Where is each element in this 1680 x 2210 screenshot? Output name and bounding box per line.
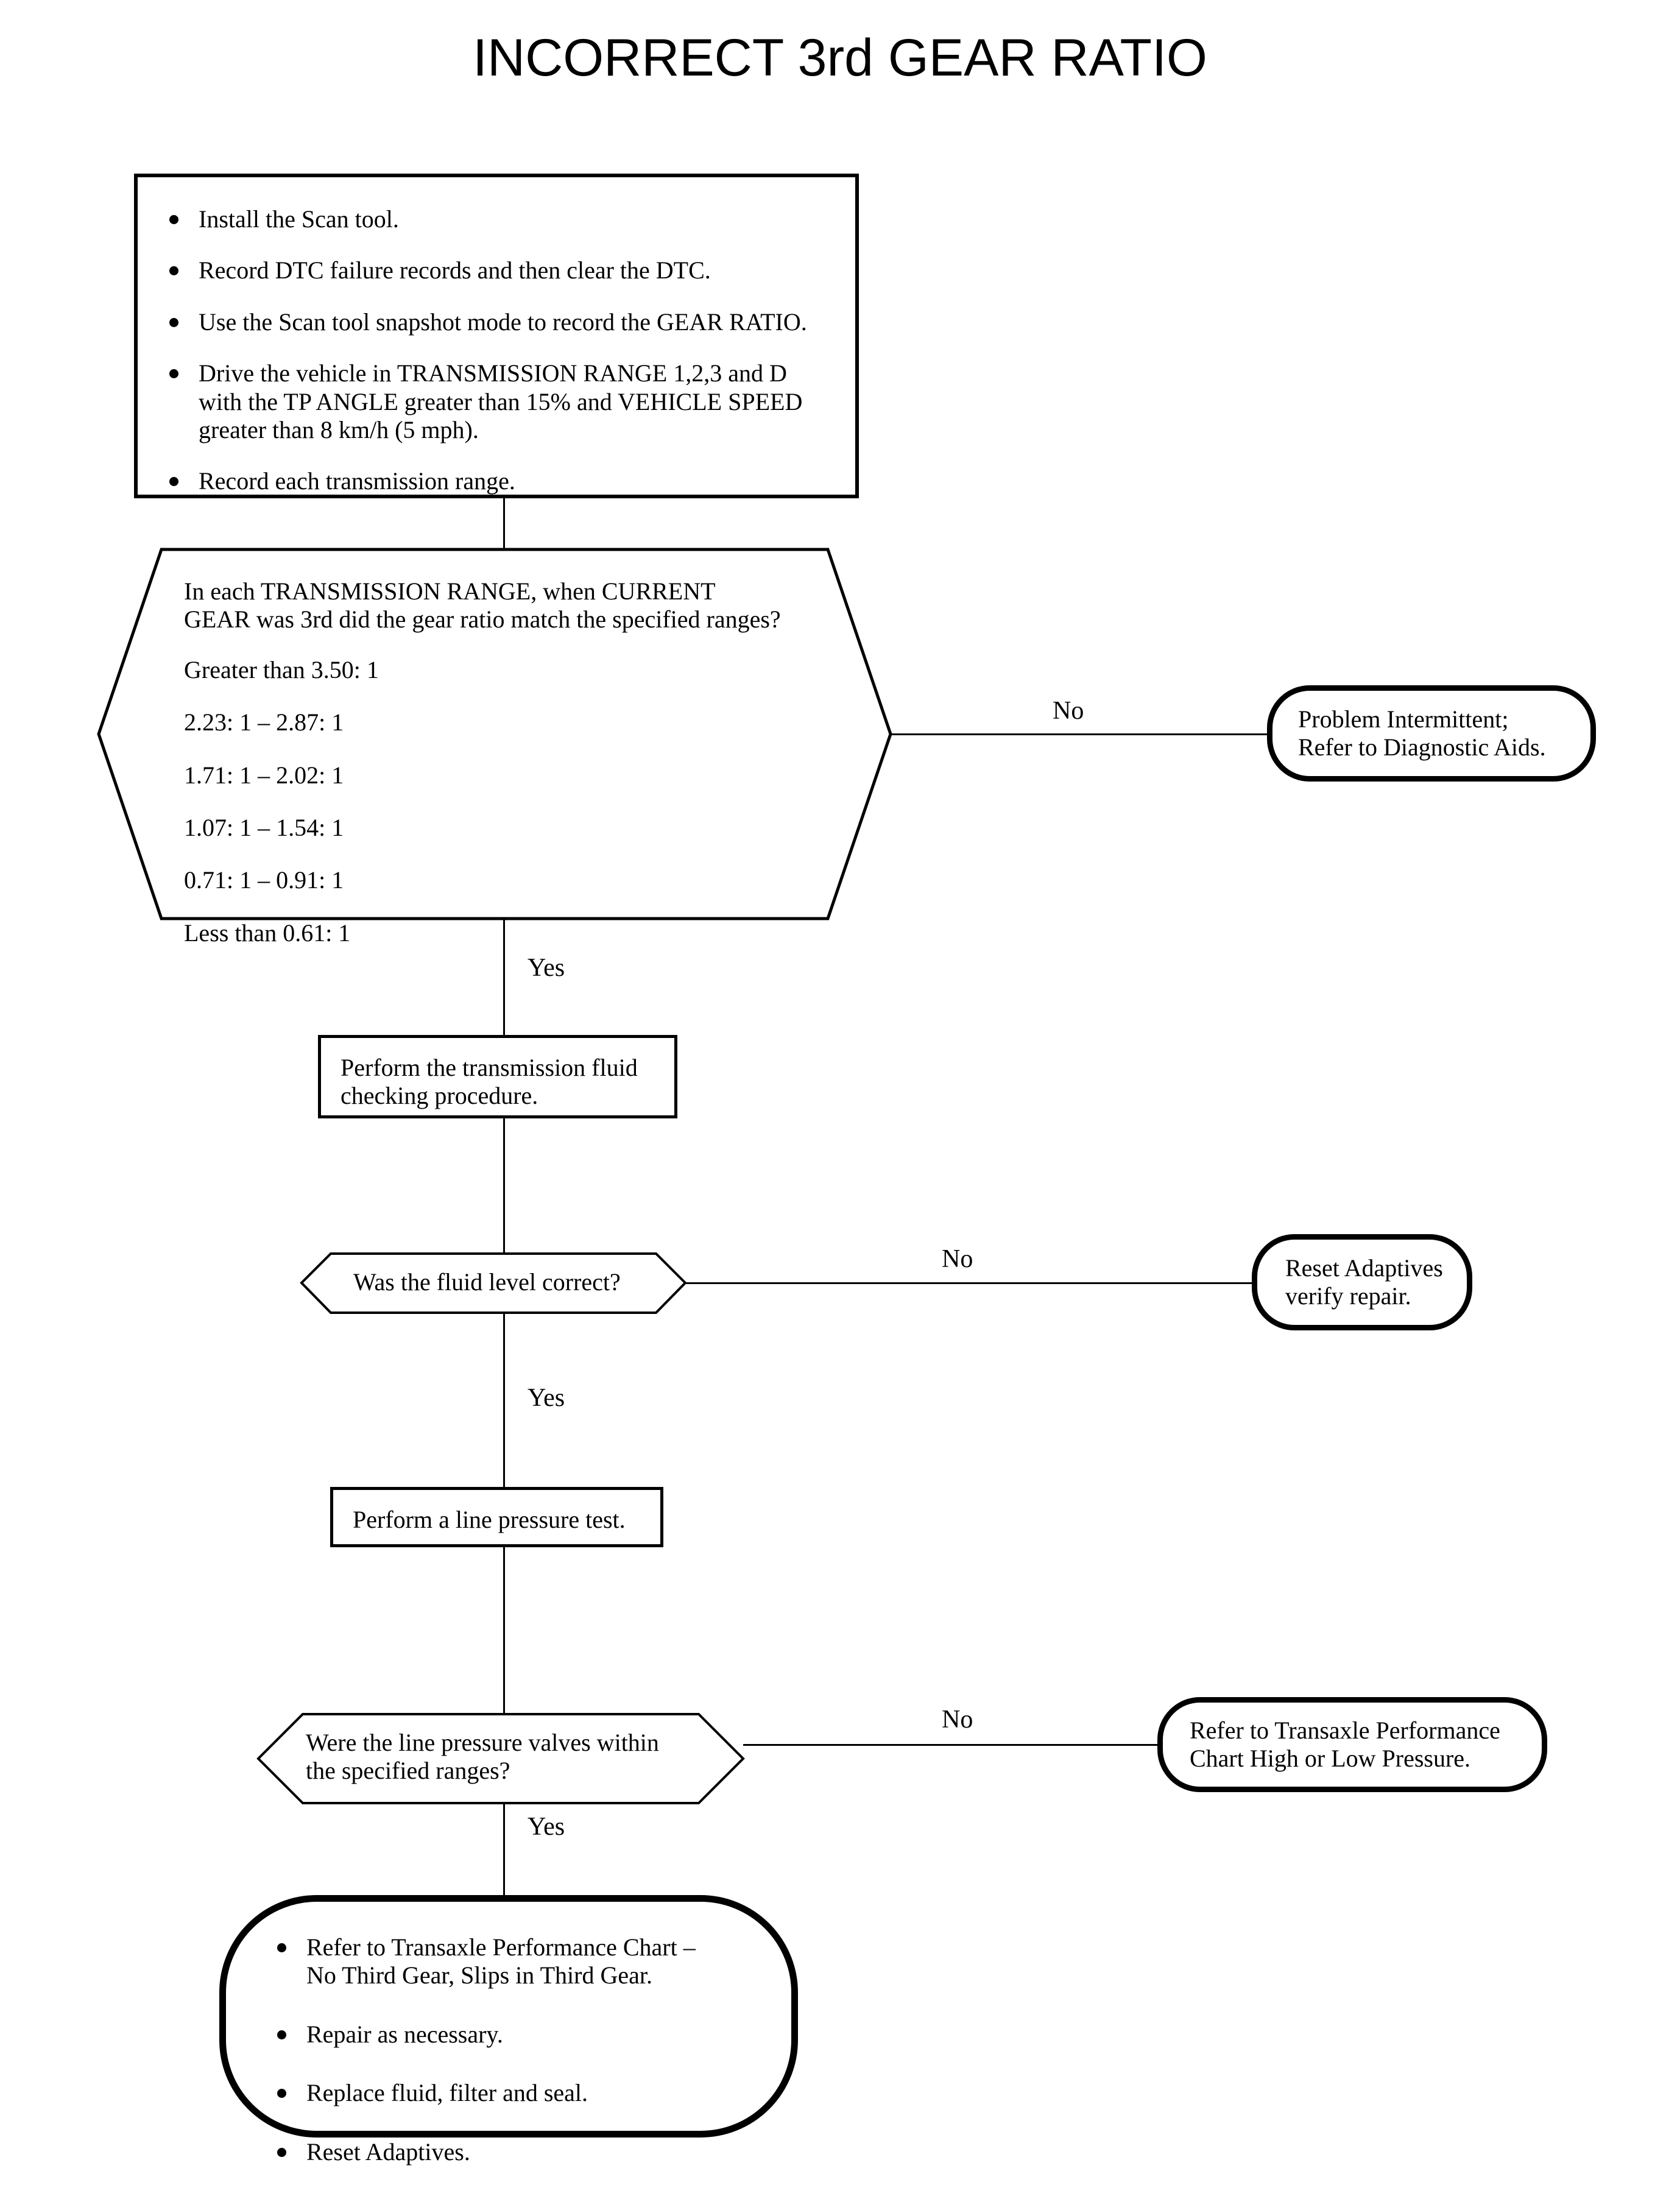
step-item: Record each transmission range.: [164, 467, 828, 495]
line-pressure-decision-question: Were the line pressure valves within the…: [306, 1729, 659, 1785]
ratio-range: 1.07: 1 – 1.54: 1: [184, 813, 344, 841]
problem-intermittent-terminator: Problem Intermittent; Refer to Diagnosti…: [1267, 685, 1596, 782]
step-item: Install the Scan tool.: [164, 205, 828, 233]
bullet-icon: [169, 369, 178, 379]
connector-fluid-decision-yes: [503, 1313, 505, 1487]
step-text: Drive the vehicle in TRANSMISSION RANGE …: [199, 359, 787, 387]
step-text: Record DTC failure records and then clea…: [199, 256, 711, 284]
final-action-item: Reset Adaptives.: [272, 2138, 767, 2166]
final-action-item: Repair as necessary.: [272, 2021, 767, 2049]
final-action-text: Replace fluid, filter and seal.: [306, 2079, 588, 2107]
process-line: Perform the transmission fluid: [341, 1054, 638, 1081]
hexagon-shape: [97, 548, 892, 920]
connector-line-decision-no: [743, 1744, 1157, 1746]
edge-label-no-3: No: [942, 1706, 973, 1734]
decision-question-line: In each TRANSMISSION RANGE, when CURRENT: [184, 577, 716, 605]
terminator-line: Chart High or Low Pressure.: [1190, 1745, 1471, 1772]
connector-gear-decision-no: [891, 733, 1267, 735]
connector-fluid-check-to-fluid-decision: [503, 1118, 505, 1254]
gear-ratio-decision: In each TRANSMISSION RANGE, when CURRENT…: [97, 548, 892, 947]
fluid-check-box: Perform the transmission fluid checking …: [318, 1035, 677, 1118]
step-item: Record DTC failure records and then clea…: [164, 256, 828, 284]
ratio-range: Greater than 3.50: 1: [184, 655, 379, 683]
ratio-range: 1.71: 1 – 2.02: 1: [184, 761, 344, 789]
gear-ratio-decision-content: In each TRANSMISSION RANGE, when CURRENT…: [184, 577, 836, 947]
terminator-line: Refer to Diagnostic Aids.: [1298, 733, 1546, 761]
connector-fluid-decision-no: [685, 1282, 1252, 1284]
line-pressure-test-box: Perform a line pressure test.: [330, 1487, 663, 1547]
process-line: Perform a line pressure test.: [353, 1506, 626, 1533]
decision-question-line: Were the line pressure valves within: [306, 1729, 659, 1756]
bullet-icon: [169, 477, 178, 487]
bullet-icon: [169, 215, 178, 224]
final-action-text: No Third Gear, Slips in Third Gear.: [306, 1961, 652, 1989]
terminator-line: Reset Adaptives: [1285, 1254, 1443, 1282]
step-text: Install the Scan tool.: [199, 205, 399, 233]
connector-line-test-to-line-decision: [503, 1547, 505, 1714]
connector-gear-decision-yes: [503, 919, 505, 1035]
transaxle-chart-terminator: Refer to Transaxle Performance Chart Hig…: [1157, 1697, 1547, 1792]
terminator-line: Problem Intermittent;: [1298, 705, 1509, 733]
ratio-range: Less than 0.61: 1: [184, 919, 351, 947]
bullet-icon: [277, 2030, 286, 2039]
bullet-icon: [169, 266, 178, 276]
ratio-range: 0.71: 1 – 0.91: 1: [184, 866, 344, 894]
ratio-range: 2.23: 1 – 2.87: 1: [184, 708, 344, 736]
line-pressure-decision: Were the line pressure valves within the…: [256, 1713, 745, 1804]
terminator-line: verify repair.: [1285, 1282, 1411, 1310]
terminator-line: Refer to Transaxle Performance: [1190, 1716, 1500, 1744]
final-action-item: Replace fluid, filter and seal.: [272, 2079, 767, 2107]
decision-question-line: the specified ranges?: [306, 1757, 510, 1785]
bullet-icon: [277, 2089, 286, 2099]
process-line: checking procedure.: [341, 1082, 538, 1110]
step-text: greater than 8 km/h (5 mph).: [199, 415, 479, 443]
step-text: Record each transmission range.: [199, 467, 515, 495]
edge-label-yes-1: Yes: [528, 954, 565, 982]
connector-line-decision-yes: [503, 1774, 505, 1896]
reset-adaptives-terminator: Reset Adaptives verify repair.: [1252, 1234, 1472, 1330]
step-text: with the TP ANGLE greater than 15% and V…: [199, 387, 803, 415]
page-title: INCORRECT 3rd GEAR RATIO: [473, 29, 1207, 87]
step-item: Use the Scan tool snapshot mode to recor…: [164, 308, 828, 336]
step-item: Drive the vehicle in TRANSMISSION RANGE …: [164, 359, 828, 444]
final-action-text: Repair as necessary.: [306, 2020, 503, 2048]
bullet-icon: [277, 1943, 286, 1952]
hexagon-shape: [256, 1713, 745, 1804]
step-text: Use the Scan tool snapshot mode to recor…: [199, 308, 807, 336]
final-action-text: Refer to Transaxle Performance Chart –: [306, 1933, 696, 1961]
hexagon-shape: [300, 1252, 687, 1314]
bullet-icon: [169, 317, 178, 327]
edge-label-no-2: No: [942, 1245, 973, 1273]
edge-label-yes-3: Yes: [528, 1813, 565, 1841]
decision-question-line: GEAR was 3rd did the gear ratio match th…: [184, 605, 781, 634]
fluid-level-decision: Was the fluid level correct?: [300, 1252, 687, 1314]
connector-steps-to-gear-decision: [503, 498, 505, 551]
steps-box: Install the Scan tool. Record DTC failur…: [134, 174, 859, 498]
final-action-item: Refer to Transaxle Performance Chart – N…: [272, 1933, 767, 1990]
final-actions-box: Refer to Transaxle Performance Chart – N…: [219, 1895, 798, 2166]
final-action-text: Reset Adaptives.: [306, 2138, 470, 2166]
fluid-decision-question: Was the fluid level correct?: [353, 1268, 621, 1296]
bullet-icon: [277, 2147, 286, 2157]
edge-label-yes-2: Yes: [528, 1384, 565, 1412]
edge-label-no-1: No: [1053, 697, 1084, 725]
